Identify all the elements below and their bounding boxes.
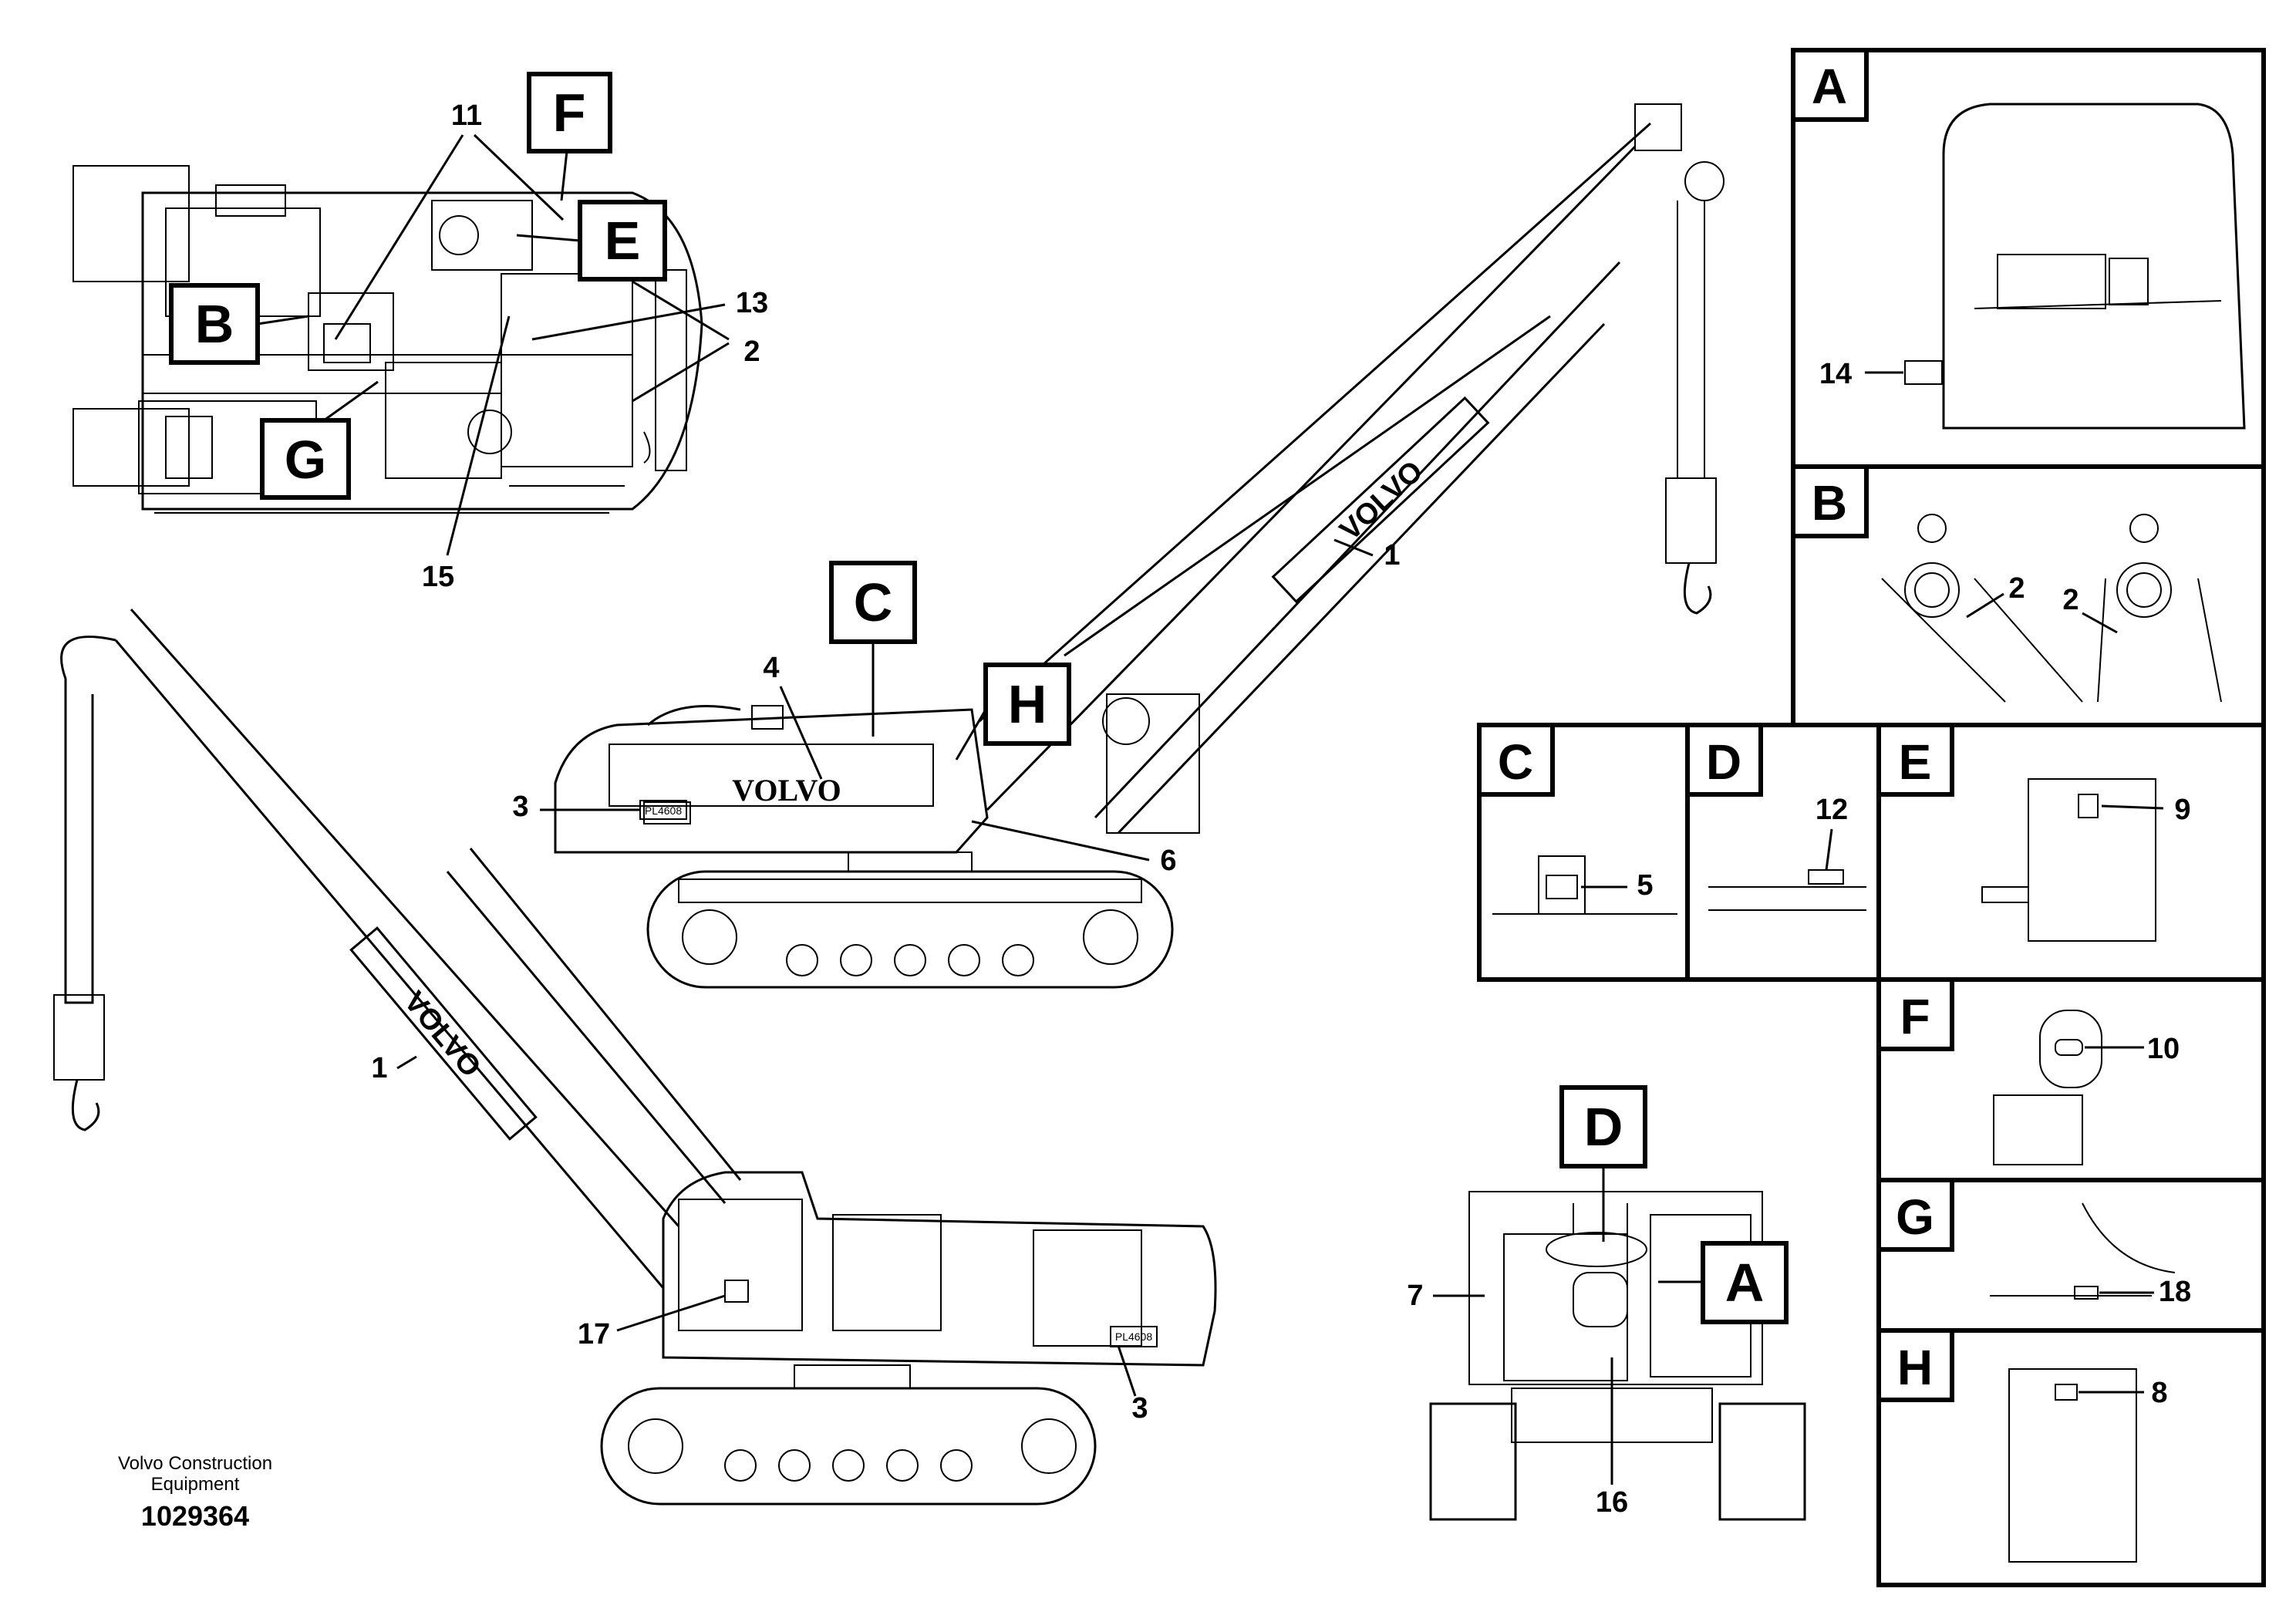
crane-front-view — [1429, 1191, 1806, 1521]
detail-panels: A 14 B 2 2 C 5 — [1477, 48, 2266, 1587]
callout-1-right: 1 — [1384, 539, 1400, 572]
letter-H: H — [1008, 674, 1047, 734]
panel-G-letter: G — [1896, 1189, 1934, 1245]
panel-C-decal-5 — [1546, 875, 1578, 899]
letter-box-A — [1701, 1241, 1789, 1324]
panel-B-letter: B — [1812, 475, 1847, 531]
letter-G: G — [285, 430, 326, 490]
panel-E-letter: E — [1899, 734, 1932, 790]
callout-4: 4 — [763, 652, 779, 684]
callout-2: 2 — [743, 336, 760, 368]
letter-box-F — [527, 72, 612, 153]
footer-company-line2: Equipment — [151, 1474, 240, 1495]
crane-left-labels: 1 17 3 — [371, 1052, 1148, 1425]
letter-box-H — [983, 663, 1071, 746]
panel-F-callout-10: 10 — [2147, 1033, 2180, 1065]
panel-H — [1876, 1328, 2266, 1587]
callout-3-left: 3 — [1131, 1392, 1148, 1425]
letter-box-E — [578, 200, 667, 282]
panel-F-decal-10 — [2055, 1039, 2083, 1056]
crane-side-view-right: VOLVO VOLVO PL4608 — [554, 103, 1725, 989]
panel-E-decal-9 — [2078, 794, 2099, 818]
letter-box-G — [260, 418, 351, 500]
letter-D: D — [1584, 1097, 1623, 1157]
panel-D-decal-12 — [1808, 869, 1844, 885]
letter-C: C — [854, 572, 893, 632]
model-plate-right: PL4608 — [645, 804, 682, 817]
panel-B — [1791, 464, 2266, 727]
panel-A-decal-14 — [1904, 360, 1943, 385]
callout-13: 13 — [736, 287, 768, 319]
footer-company-line1: Volvo Construction — [118, 1453, 272, 1474]
panel-G — [1876, 1178, 2266, 1333]
panel-A-callout-14: 14 — [1819, 358, 1852, 390]
callout-6: 6 — [1160, 845, 1176, 877]
panel-B-callout-2b: 2 — [2062, 584, 2079, 616]
crane-right-labels: C H 4 3 6 1 — [512, 538, 1401, 877]
volvo-decal-right-boom: VOLVO — [1333, 455, 1429, 548]
drawing-number: 1029364 — [141, 1500, 249, 1532]
letter-E: E — [605, 211, 641, 271]
model-plate-left: PL4608 — [1115, 1330, 1152, 1343]
panel-F-letter: F — [1900, 989, 1930, 1044]
panel-E-callout-9: 9 — [2174, 794, 2190, 826]
callout-1-left: 1 — [371, 1052, 387, 1084]
panel-A-letter: A — [1812, 59, 1847, 114]
panel-C-letter: C — [1498, 734, 1533, 790]
letter-F: F — [553, 83, 586, 143]
top-view-machine — [72, 165, 703, 514]
volvo-decal-left-boom: VOLVO — [398, 986, 487, 1084]
panel-H-letter: H — [1897, 1340, 1933, 1395]
volvo-logo-right-body: VOLVO — [732, 773, 841, 808]
callout-17: 17 — [578, 1318, 610, 1351]
panel-H-callout-8: 8 — [2151, 1377, 2167, 1409]
letter-A: A — [1725, 1253, 1765, 1313]
panel-B-callout-2a: 2 — [2008, 572, 2025, 605]
callout-16: 16 — [1596, 1486, 1628, 1519]
front-view-labels: D A 7 16 — [1407, 1085, 1789, 1519]
panel-G-decal-18 — [2074, 1286, 2099, 1300]
panel-D-callout-12: 12 — [1816, 794, 1848, 826]
panel-C-callout-5: 5 — [1637, 869, 1653, 902]
panel-D-letter: D — [1706, 734, 1741, 790]
callout-7: 7 — [1407, 1280, 1423, 1312]
panel-H-decal-8 — [2055, 1384, 2078, 1401]
panel-G-callout-18: 18 — [2159, 1276, 2191, 1308]
callout-15: 15 — [422, 561, 454, 593]
callout-11: 11 — [451, 99, 482, 132]
footer: Volvo Construction Equipment 1029364 — [118, 1453, 272, 1532]
callout-3-right: 3 — [512, 791, 528, 823]
panel-A — [1791, 48, 2266, 469]
top-view-labels: F E B G 11 13 2 15 — [169, 72, 768, 593]
letter-B: B — [195, 294, 234, 354]
